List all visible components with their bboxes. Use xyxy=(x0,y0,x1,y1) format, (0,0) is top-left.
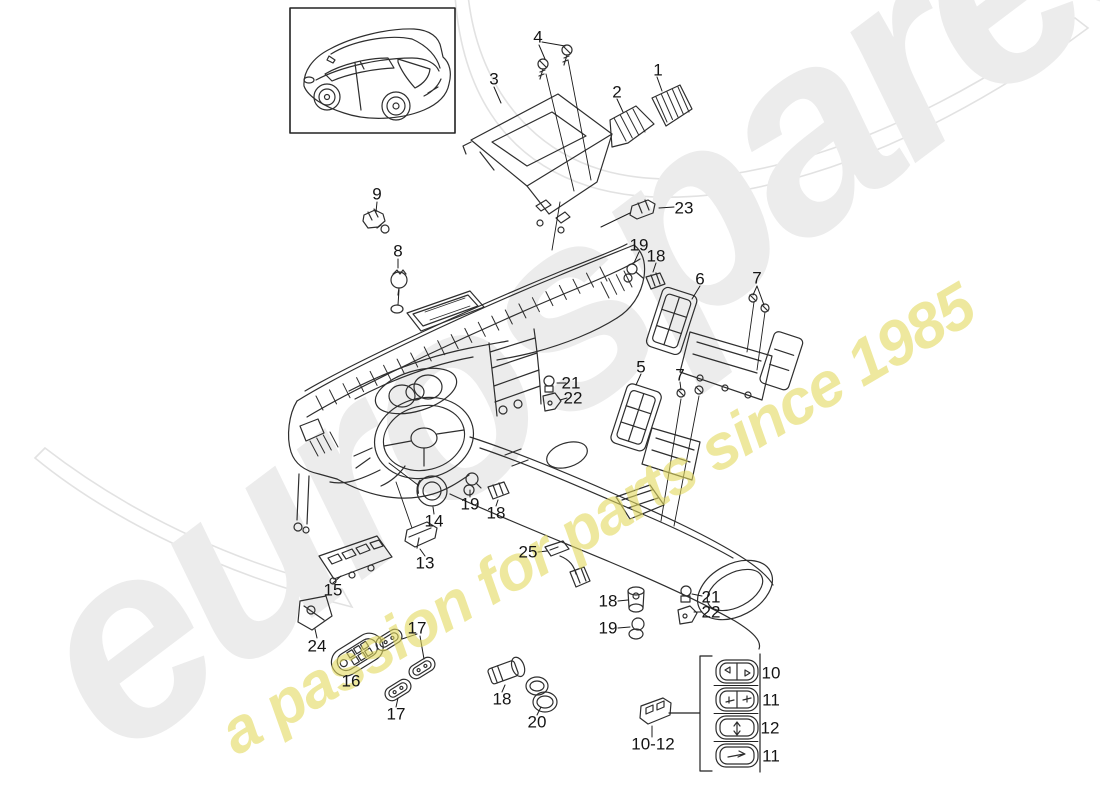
part-number-label: 19 xyxy=(460,494,480,514)
part-22-bracket-lower xyxy=(677,605,698,625)
part-number-label: 12 xyxy=(760,718,780,738)
switch-face-table xyxy=(668,653,761,773)
part-10-12-switch-housing xyxy=(639,697,672,725)
part-number-label: 18 xyxy=(598,591,618,611)
part-number-label: 19 xyxy=(598,618,618,638)
part-19-bulb-socket-mid xyxy=(463,472,482,496)
part-15-switch-bank xyxy=(318,535,393,585)
part-number-label: 8 xyxy=(393,241,403,261)
switch-face-12 xyxy=(715,715,759,740)
part-number-label: 22 xyxy=(701,602,721,622)
part-number-label: 5 xyxy=(636,357,646,377)
part-8-clip xyxy=(390,269,408,296)
part-number-label: 18 xyxy=(492,689,512,709)
part-14-knob xyxy=(416,475,448,507)
part-number-label: 7 xyxy=(675,365,685,385)
part-18-lighter-top xyxy=(645,272,666,290)
part-number-label: 3 xyxy=(489,69,499,89)
part-number-label: 6 xyxy=(695,269,705,289)
part-17-switch-a xyxy=(375,628,403,652)
part-number-label: 16 xyxy=(341,671,361,691)
part-number-label: 7 xyxy=(752,268,762,288)
part-17-switch-b xyxy=(408,656,436,680)
part-13-clip xyxy=(404,521,438,549)
part-22-bracket-upper xyxy=(542,392,562,412)
part-number-label: 22 xyxy=(563,388,583,408)
part-number-label: 9 xyxy=(372,184,382,204)
part-2-vent-grille xyxy=(609,105,655,148)
part-number-label: 10 xyxy=(761,663,781,683)
part-number-label: 2 xyxy=(612,82,622,102)
part-5-air-vent-assembly xyxy=(610,383,704,481)
swoosh-bottom-left xyxy=(33,446,354,609)
part-3-trim-frame xyxy=(462,93,613,234)
part-number-label: 14 xyxy=(424,511,444,531)
swoosh-top xyxy=(454,0,1090,199)
part-number-label: 23 xyxy=(674,198,694,218)
part-number-label: 11 xyxy=(762,690,780,710)
part-number-label: 24 xyxy=(307,636,327,656)
part-number-label: 4 xyxy=(533,27,543,47)
switch-face-10 xyxy=(715,659,759,684)
part-21-cap-upper xyxy=(543,375,555,393)
car-thumbnail xyxy=(289,7,456,134)
part-number-label: 21 xyxy=(701,587,721,607)
part-number-label: 1 xyxy=(653,60,663,80)
part-17-switch-c xyxy=(384,678,412,702)
dashboard-drawing xyxy=(287,243,646,534)
part-21-cap-lower xyxy=(680,585,692,603)
part-number-label: 13 xyxy=(415,553,435,573)
part-number-label: 20 xyxy=(527,712,547,732)
part-number-label: 17 xyxy=(386,704,406,724)
part-1-vent-grille xyxy=(651,84,693,127)
part-4-screws xyxy=(537,44,573,80)
part-24-bracket xyxy=(297,595,333,631)
part-number-label: 19 xyxy=(629,235,649,255)
part-number-label: 10-12 xyxy=(631,734,675,754)
part-number-label: 18 xyxy=(486,503,506,523)
part-number-label: 15 xyxy=(323,580,343,600)
part-number-label: 17 xyxy=(407,618,427,638)
part-23-sensor xyxy=(629,199,656,220)
part-25-switch-with-cable xyxy=(544,540,591,588)
center-console-drawing xyxy=(449,436,774,650)
part-number-label: 25 xyxy=(518,542,538,562)
part-18-lighter-bottom-left xyxy=(487,656,526,685)
part-number-label: 21 xyxy=(561,373,581,393)
part-19-bulb-socket-top xyxy=(623,263,644,283)
switch-face-11b xyxy=(715,743,759,768)
part-18-socket-bottom-center xyxy=(627,586,645,613)
switch-face-11 xyxy=(715,687,759,712)
part-number-label: 11 xyxy=(762,746,780,766)
leader-lines xyxy=(314,41,766,738)
part-20-ring xyxy=(525,676,558,713)
part-19-socket-bottom-center xyxy=(628,617,645,640)
part-6-air-vent-assembly xyxy=(645,286,804,401)
part-18-lighter-mid xyxy=(487,481,510,500)
part-number-label: 18 xyxy=(646,246,666,266)
